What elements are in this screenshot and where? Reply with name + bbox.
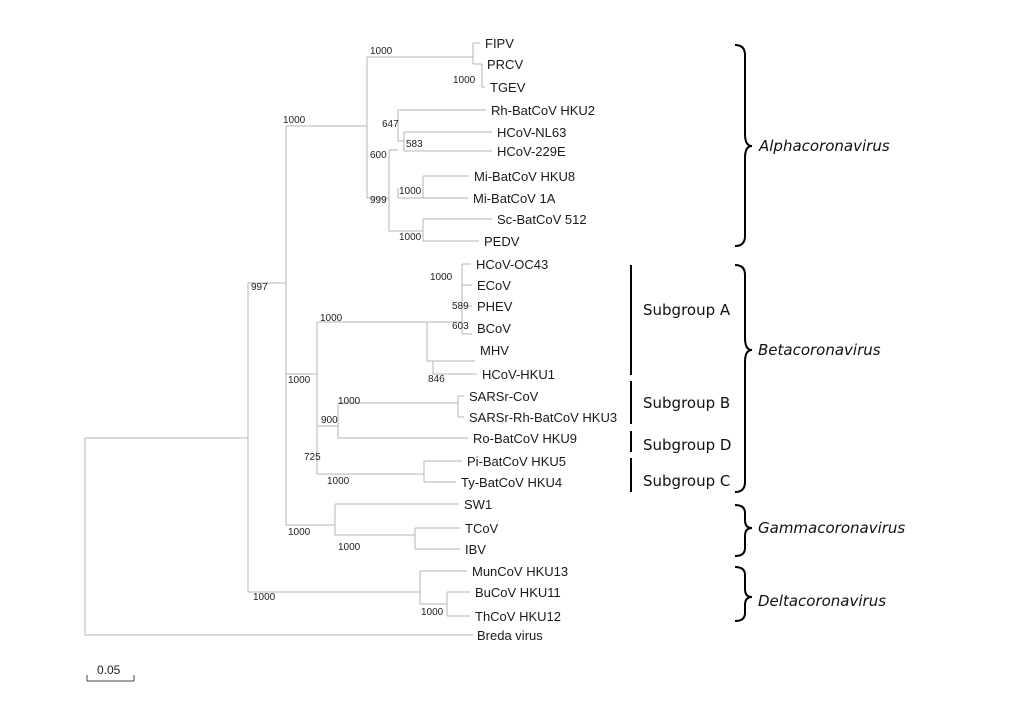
- bootstrap-value: 603: [452, 321, 469, 332]
- leaf-label: TCoV: [465, 521, 499, 536]
- bootstrap-value: 600: [370, 150, 387, 161]
- bootstrap-value: 1000: [338, 396, 361, 407]
- subgroup-annotations: Subgroup A Subgroup B Subgroup D Subgrou…: [630, 265, 731, 492]
- leaf-label: PRCV: [487, 57, 523, 72]
- leaf-label: Ty-BatCoV HKU4: [461, 475, 562, 490]
- leaf-label: ThCoV HKU12: [475, 609, 561, 624]
- bootstrap-values: 1000 1000 647 583 600 1000 999 1000 1000…: [251, 46, 476, 618]
- genus-annotations: Alphacoronavirus Betacoronavirus Gammaco…: [734, 44, 905, 622]
- bootstrap-value: 1000: [283, 115, 306, 126]
- leaf-label: Pi-BatCoV HKU5: [467, 454, 566, 469]
- leaf-label: BCoV: [477, 321, 511, 336]
- bootstrap-value: 997: [251, 282, 268, 293]
- leaf-label: PHEV: [477, 299, 513, 314]
- leaf-label: SARSr-CoV: [469, 389, 539, 404]
- leaf-label: FIPV: [485, 36, 514, 51]
- leaf-label: SARSr-Rh-BatCoV HKU3: [469, 410, 617, 425]
- scale-bar-label: 0.05: [97, 663, 121, 677]
- bootstrap-value: 1000: [288, 375, 311, 386]
- leaf-label: Mi-BatCoV 1A: [473, 191, 556, 206]
- leaf-label: ECoV: [477, 278, 511, 293]
- leaf-label: SW1: [464, 497, 492, 512]
- leaf-label: BuCoV HKU11: [475, 585, 561, 600]
- alphacoronavirus-label: Alphacoronavirus: [758, 137, 890, 155]
- leaf-label: HCoV-OC43: [476, 257, 548, 272]
- deltacoronavirus-label: Deltacoronavirus: [758, 592, 886, 610]
- bootstrap-value: 999: [370, 195, 387, 206]
- gammacoronavirus-label: Gammacoronavirus: [758, 519, 905, 537]
- alphacoronavirus-brace: [734, 44, 753, 247]
- bootstrap-value: 1000: [399, 186, 422, 197]
- subgroup-a-label: Subgroup A: [643, 301, 731, 319]
- leaf-label: HCoV-NL63: [497, 125, 566, 140]
- leaf-label: Ro-BatCoV HKU9: [473, 431, 577, 446]
- leaf-label: Rh-BatCoV HKU2: [491, 103, 595, 118]
- bootstrap-value: 1000: [288, 527, 311, 538]
- bootstrap-value: 589: [452, 301, 469, 312]
- leaf-label: Breda virus: [477, 628, 543, 643]
- bootstrap-value: 1000: [320, 313, 343, 324]
- bootstrap-value: 725: [304, 452, 321, 463]
- bootstrap-value: 647: [382, 119, 399, 130]
- scale-bar: 0.05: [86, 663, 135, 682]
- betacoronavirus-brace: [734, 264, 753, 493]
- bootstrap-value: 846: [428, 374, 445, 385]
- leaf-label: IBV: [465, 542, 486, 557]
- leaf-label: MunCoV HKU13: [472, 564, 568, 579]
- bootstrap-value: 1000: [399, 232, 422, 243]
- leaf-label: Sc-BatCoV 512: [497, 212, 587, 227]
- bootstrap-value: 1000: [338, 542, 361, 553]
- bootstrap-value: 1000: [370, 46, 393, 57]
- leaf-label: Mi-BatCoV HKU8: [474, 169, 575, 184]
- bootstrap-value: 1000: [421, 607, 444, 618]
- leaf-label: HCoV-229E: [497, 144, 566, 159]
- leaf-labels: FIPV PRCV TGEV Rh-BatCoV HKU2 HCoV-NL63 …: [461, 36, 617, 643]
- leaf-label: PEDV: [484, 234, 520, 249]
- betacoronavirus-label: Betacoronavirus: [758, 341, 881, 359]
- scale-bar-line: [86, 675, 135, 682]
- subgroup-c-label: Subgroup C: [643, 472, 730, 490]
- gammacoronavirus-brace: [734, 504, 753, 557]
- tree-branches: [84, 42, 492, 636]
- bootstrap-value: 1000: [430, 272, 453, 283]
- bootstrap-value: 900: [321, 415, 338, 426]
- subgroup-d-label: Subgroup D: [643, 436, 731, 454]
- leaf-label: MHV: [480, 343, 509, 358]
- bootstrap-value: 1000: [253, 592, 276, 603]
- subgroup-b-label: Subgroup B: [643, 394, 730, 412]
- leaf-label: HCoV-HKU1: [482, 367, 555, 382]
- deltacoronavirus-brace: [734, 566, 753, 622]
- leaf-label: TGEV: [490, 80, 526, 95]
- bootstrap-value: 1000: [327, 476, 350, 487]
- bootstrap-value: 583: [406, 139, 423, 150]
- bootstrap-value: 1000: [453, 75, 476, 86]
